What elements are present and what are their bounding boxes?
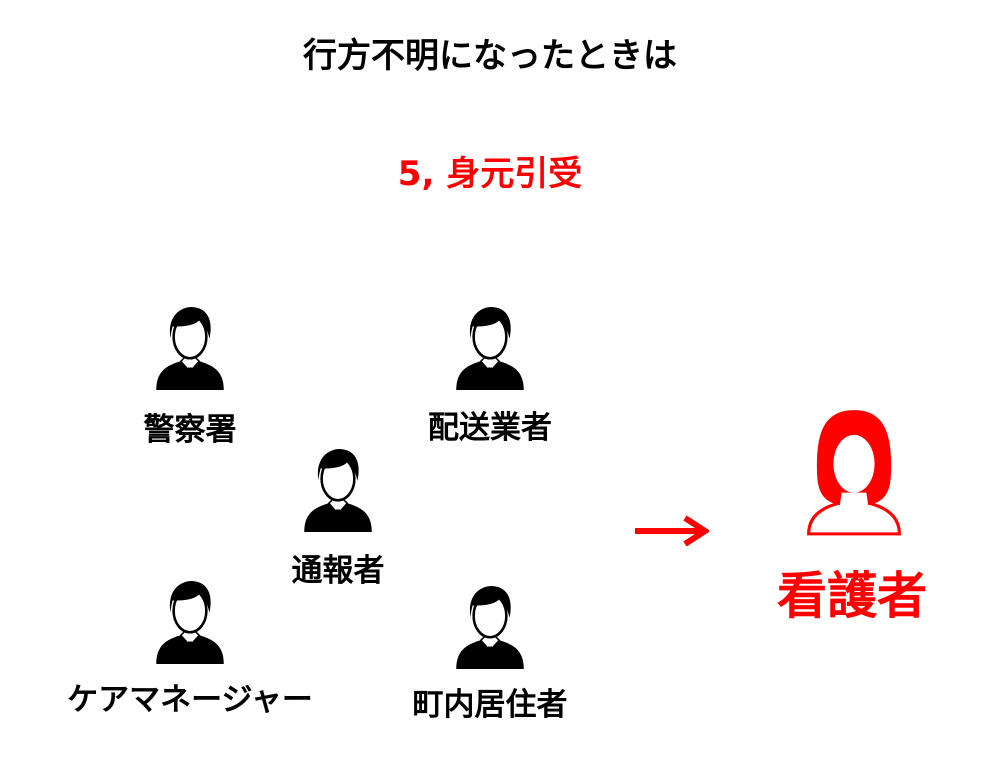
- man-icon: [454, 304, 526, 392]
- page-title: 行方不明になったときは: [303, 36, 677, 76]
- man-icon: [302, 446, 374, 534]
- woman-icon: [802, 404, 906, 538]
- person-label-police: 警察署: [143, 412, 237, 448]
- person-label-delivery: 配送業者: [428, 410, 552, 446]
- arrow-right-icon: [635, 515, 709, 547]
- caregiver-label: 看護者: [777, 567, 927, 625]
- man-icon: [154, 578, 226, 666]
- step-heading: 5, 身元引受: [397, 154, 583, 194]
- person-label-care-manager: ケアマネージャー: [67, 682, 313, 718]
- person-label-resident: 町内居住者: [412, 687, 568, 723]
- person-label-reporter: 通報者: [291, 553, 385, 589]
- man-icon: [154, 304, 226, 392]
- man-icon: [454, 583, 526, 671]
